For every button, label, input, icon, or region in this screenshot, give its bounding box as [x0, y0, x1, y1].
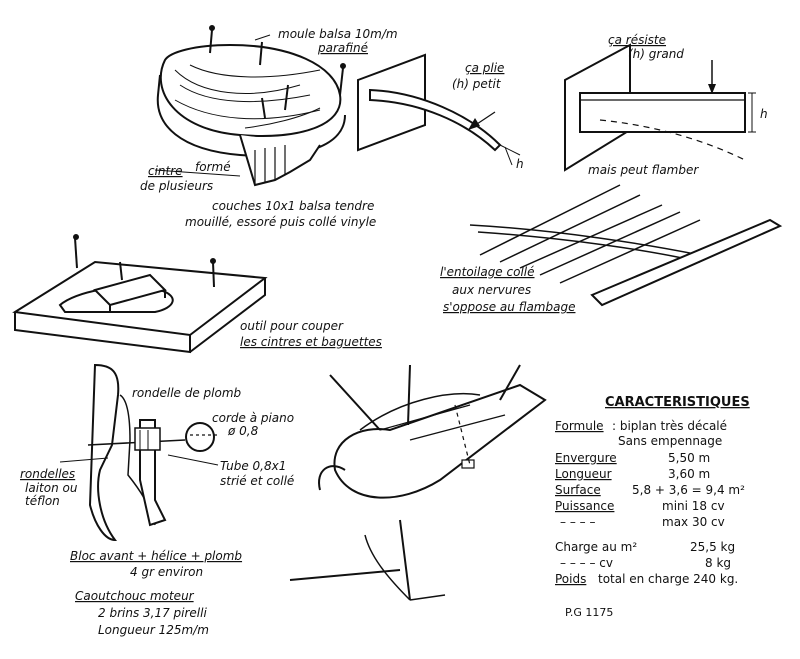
washers-line1: rondelles	[20, 467, 75, 481]
cutting-tool-line1: outil pour couper	[240, 319, 344, 333]
aircraft-nose-sketch	[289, 364, 547, 601]
layers-line2: mouillé, essoré puis collé vinyle	[185, 215, 376, 229]
spec-label-envergure: Envergure	[555, 451, 617, 465]
cutting-tool-sketch	[12, 234, 268, 354]
spec-value-envergure: 5,50 m	[668, 451, 710, 465]
motor-line2: Longueur 125m/m	[98, 623, 209, 637]
spec-value-charge-cv: 8 kg	[705, 556, 731, 570]
rib-label-rest: formé	[195, 160, 231, 174]
spec-label-puissance: Puissance	[555, 499, 614, 513]
diameter-label: ø 0,8	[227, 424, 259, 438]
cantilever-dim: h	[516, 157, 524, 171]
covering-line3: s'oppose au flambage	[443, 300, 575, 314]
formula-label: Formule	[555, 419, 604, 433]
spec-value-puissance-max: max 30 cv	[662, 515, 725, 529]
rib-label-line2: de plusieurs	[140, 179, 213, 193]
layers-line1: couches 10x1 balsa tendre	[212, 199, 374, 213]
nose-caption-line2: 4 gr environ	[130, 565, 203, 579]
formula-value-line2: Sans empennage	[618, 434, 722, 448]
beam-title: ça résiste	[608, 33, 666, 47]
spec-value-charge-m2: 25,5 kg	[690, 540, 735, 554]
spec-label-puissance-max: – – – –	[560, 515, 595, 529]
covering-line1: l'entoilage collé	[440, 265, 535, 279]
spec-label-charge-m2: Charge au m²	[555, 540, 637, 554]
cantilever-sketch	[357, 53, 521, 166]
beam-dim: h	[760, 107, 768, 121]
beam-sub: (h) grand	[628, 47, 684, 61]
lead-washer-label: rondelle de plomb	[132, 386, 242, 400]
specs-table: CARACTERISTIQUES Formule : biplan très d…	[555, 395, 750, 619]
tube-line1: Tube 0,8x1	[220, 459, 286, 473]
cutting-tool-line2: les cintres et baguettes	[240, 335, 382, 349]
signature: P.G 1175	[565, 606, 613, 619]
washers-line2: laiton ou	[25, 481, 78, 495]
nose-block-sketch	[59, 363, 219, 542]
balsa-mold-sketch	[154, 25, 346, 187]
spec-label-longueur: Longueur	[555, 467, 612, 481]
rib-label-word: cintre	[148, 164, 183, 178]
formula-value-line1: : biplan très décalé	[612, 419, 727, 433]
covering-line2: aux nervures	[452, 283, 531, 297]
tube-line2: strié et collé	[220, 474, 294, 488]
beam-sketch	[564, 43, 756, 172]
spec-label-surface: Surface	[555, 483, 601, 497]
motor-title: Caoutchouc moteur	[75, 589, 195, 603]
mold-label: moule balsa 10m/m	[278, 27, 398, 41]
specs-title: CARACTERISTIQUES	[605, 395, 750, 410]
spec-value-puissance: mini 18 cv	[662, 499, 725, 513]
cantilever-sub: (h) petit	[452, 77, 502, 91]
piano-wire-label: corde à piano	[212, 411, 294, 425]
washers-line3: téflon	[25, 494, 60, 508]
spec-value-longueur: 3,60 m	[668, 467, 710, 481]
nose-caption-line1: Bloc avant + hélice + plomb	[70, 549, 242, 563]
cantilever-title: ça plie	[465, 61, 504, 75]
spec-value-poids: total en charge 240 kg.	[598, 572, 738, 586]
motor-line1: 2 brins 3,17 pirelli	[98, 606, 207, 620]
spec-label-charge-cv: – – – – cv	[560, 556, 613, 570]
covering-sketch	[469, 184, 783, 307]
beam-buckle-note: mais peut flamber	[588, 163, 699, 177]
spec-label-poids: Poids	[555, 572, 586, 586]
mold-note: parafiné	[317, 41, 368, 55]
spec-value-surface: 5,8 + 3,6 = 9,4 m²	[632, 483, 745, 497]
